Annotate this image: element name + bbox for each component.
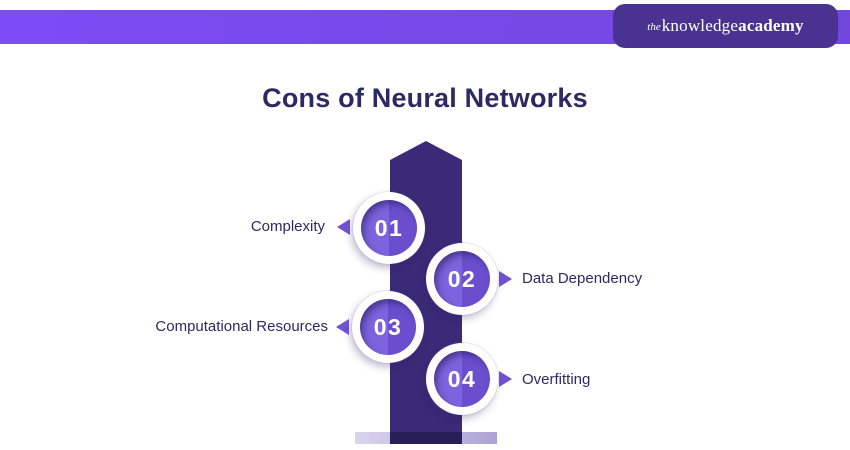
item-label-data-dependency: Data Dependency [522, 270, 643, 287]
step-number: 01 [374, 214, 404, 241]
step-number: 03 [373, 313, 403, 340]
page-title: Cons of Neural Networks [262, 83, 588, 113]
tower-base-overlap [390, 432, 462, 444]
item-label-computational-resources: Computational Resources [155, 318, 328, 335]
arrow-left-icon [336, 319, 349, 335]
item-label-overfitting: Overfitting [522, 371, 591, 388]
step-number: 02 [447, 265, 477, 292]
step-number: 04 [447, 365, 477, 392]
step-badge-inner: 04 [434, 351, 490, 407]
step-badge-01: 01 [353, 192, 425, 264]
arrow-right-icon [499, 271, 512, 287]
step-badge-03: 03 [352, 291, 424, 363]
step-badge-inner: 03 [360, 299, 416, 355]
logo-text-the: the [647, 21, 661, 33]
logo-text-knowledge: knowledge [661, 16, 739, 35]
item-label-complexity: Complexity [250, 218, 325, 235]
step-badge-04: 04 [426, 343, 498, 415]
step-badge-02: 02 [426, 243, 498, 315]
step-badge-inner: 02 [434, 251, 490, 307]
arrow-right-icon [499, 371, 512, 387]
step-badge-inner: 01 [361, 200, 417, 256]
logo-text-academy: academy [738, 16, 804, 35]
arrow-left-icon [337, 219, 350, 235]
